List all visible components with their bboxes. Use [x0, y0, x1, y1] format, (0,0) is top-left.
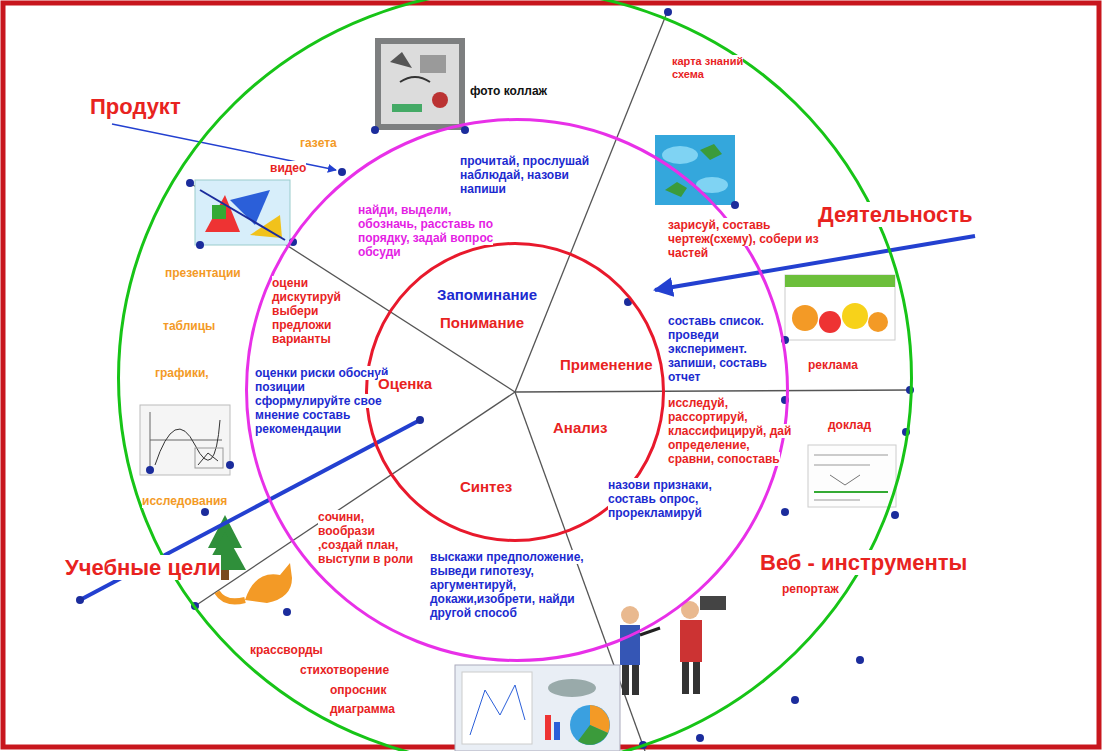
product-label-block: диаграмма — [330, 702, 395, 716]
product-label-block: карта знаний схема — [672, 55, 756, 81]
video-picture — [195, 180, 290, 245]
product-label: репортаж — [782, 582, 839, 596]
learning-goal: Понимание — [440, 314, 524, 331]
activity-text: назови признаки, составь опрос, прорекла… — [608, 478, 712, 520]
graphs-picture — [140, 405, 230, 475]
learning-goal: Применение — [560, 356, 653, 373]
activity-text: оценки риски обоснуй позиции сформулируй… — [255, 366, 388, 436]
page-frame — [3, 3, 1099, 747]
product-label: фото коллаж — [470, 84, 547, 98]
activity-text-block: оценки риски обоснуй позиции сформулируй… — [255, 366, 393, 436]
advert-picture — [785, 275, 895, 340]
product-label-block: газета — [300, 136, 337, 150]
activity-text-block: назови признаки, составь опрос, прорекла… — [608, 478, 736, 520]
activity-text-block: сочини, вообрази ,создай план, выступи в… — [318, 510, 422, 566]
product-label-block: презентации — [165, 266, 241, 280]
product-label-block: репортаж — [782, 582, 839, 596]
section-heading-block: Продукт — [90, 94, 181, 120]
activity-text: найди, выдели, обозначь, расставь по пор… — [358, 203, 493, 259]
product-label: исследования — [142, 494, 227, 508]
learning-goal: Анализ — [553, 419, 607, 436]
learning-goal: Синтез — [460, 478, 512, 495]
learning-goal: Оценка — [378, 375, 432, 392]
learning-goal-block: Применение — [560, 356, 653, 374]
activity-text: оцени дискутируй выбери предложи вариант… — [272, 276, 341, 346]
section-heading-block: Учебные цели — [65, 555, 221, 581]
product-label-block: реклама — [808, 358, 858, 372]
section-heading-block: Веб - инструменты — [760, 550, 967, 576]
activity-text: выскажи предположение, выведи гипотезу, … — [430, 550, 584, 620]
product-label-block: фото коллаж — [470, 84, 547, 98]
product-label: карта знаний схема — [672, 55, 743, 80]
activity-text-block: оцени дискутируй выбери предложи вариант… — [272, 276, 352, 346]
product-label-block: исследования — [142, 494, 227, 508]
product-label-block: крассворды — [250, 643, 323, 657]
product-label-block: графики, — [155, 366, 209, 380]
activity-text: исследуй, рассортируй, классифицируй, да… — [668, 396, 791, 466]
activity-text-block: выскажи предположение, выведи гипотезу, … — [430, 550, 602, 620]
section-heading: Продукт — [90, 94, 181, 119]
section-heading: Учебные цели — [65, 555, 221, 580]
photo-collage-picture — [375, 38, 465, 130]
sector-lines — [190, 10, 912, 751]
product-label-block: таблицы — [163, 319, 215, 333]
product-label: диаграмма — [330, 702, 395, 716]
product-label: реклама — [808, 358, 858, 372]
activity-text-block: зарисуй, составь чертеж(схему), собери и… — [668, 218, 828, 260]
activity-text-block: найди, выдели, обозначь, расставь по пор… — [358, 203, 498, 259]
product-label: доклад — [828, 418, 871, 432]
product-label-block: опросник — [330, 683, 386, 697]
product-label: газета — [300, 136, 337, 150]
product-label-block: стихотворение — [300, 663, 389, 677]
product-label: видео — [270, 161, 306, 175]
section-heading: Деятельность — [818, 202, 973, 227]
learning-goal-block: Понимание — [440, 314, 524, 332]
charts-picture — [455, 665, 620, 751]
product-label: графики, — [155, 366, 209, 380]
section-heading-block: Деятельность — [818, 202, 973, 228]
learning-goal-block: Синтез — [460, 478, 512, 496]
learning-goal-block: Запоминание — [437, 286, 537, 304]
activity-text: составь список. проведи эксперимент. зап… — [668, 314, 767, 384]
product-ring: газета фото коллаж карта знаний схема видео… — [117, 0, 913, 751]
activity-text: сочини, вообрази ,создай план, выступи в… — [318, 510, 413, 566]
blue-dots — [76, 8, 914, 749]
activity-text: зарисуй, составь чертеж(схему), собери и… — [668, 218, 819, 260]
product-label-block: видео — [270, 161, 306, 175]
activity-text-block: составь список. проведи эксперимент. зап… — [668, 314, 780, 384]
activity-ring-outline — [245, 118, 789, 662]
learning-goal: Запоминание — [437, 286, 537, 303]
learning-goal-block: Анализ — [553, 419, 607, 437]
learning-goal-block: Оценка — [378, 375, 432, 393]
product-label: таблицы — [163, 319, 215, 333]
section-heading: Веб - инструменты — [760, 550, 967, 575]
product-label: крассворды — [250, 643, 323, 657]
activity-text-block: исследуй, рассортируй, классифицируй, да… — [668, 396, 796, 466]
knowledge-map-picture — [655, 135, 735, 205]
activity-text: прочитай, прослушай наблюдай, назови нап… — [460, 154, 589, 196]
activity-text-block: прочитай, прослушай наблюдай, назови нап… — [460, 154, 610, 196]
product-ring-outline — [117, 0, 913, 751]
product-label: презентации — [165, 266, 241, 280]
product-label: стихотворение — [300, 663, 389, 677]
product-label: опросник — [330, 683, 386, 697]
product-label-block: доклад — [828, 418, 871, 432]
report-picture — [808, 445, 896, 507]
activity-ring: прочитай, прослушай наблюдай, назови нап… — [245, 118, 789, 662]
